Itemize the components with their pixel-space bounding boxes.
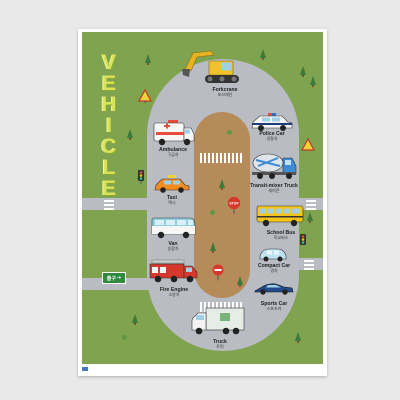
poster-footer (82, 365, 88, 373)
tree-icon (132, 314, 138, 325)
title-letter: V (101, 51, 116, 74)
publisher-logo-icon (82, 367, 88, 371)
vehicle-name: Van (168, 241, 178, 247)
vehicle-label-ambulance: Ambulance 구급차 (150, 147, 196, 158)
van-icon (151, 217, 196, 239)
vehicle-poster: V E H I C L E (78, 29, 327, 376)
no-entry-sign-icon (212, 264, 224, 281)
vehicle-name-korean: 스포츠카 (266, 306, 282, 312)
vehicle-name-korean: 소방차 (168, 292, 180, 298)
warning-sign-icon (138, 89, 152, 103)
traffic-light-icon (300, 234, 306, 245)
vehicle-name: Taxi (167, 195, 177, 201)
title-letter: C (101, 135, 117, 158)
fire-engine-icon (149, 259, 198, 283)
excavator-icon (182, 50, 239, 83)
vehicle-label-sports-car: Sports Car 스포츠카 (252, 301, 296, 312)
bush-icon (210, 210, 215, 215)
vehicle-label-fire-engine: Fire Engine 소방차 (152, 287, 196, 298)
warning-sign-icon (301, 138, 315, 151)
vehicle-label-school-bus: School Bus 학교버스 (257, 230, 305, 241)
poster-title: V E H I C L E (100, 52, 118, 199)
tree-icon (307, 212, 313, 223)
title-letter: L (102, 156, 116, 179)
vehicle-name-korean: 경찰차 (266, 136, 278, 142)
vehicle-name-korean: 경차 (270, 268, 278, 274)
stop-sign-icon: STOP (228, 197, 240, 214)
tree-icon (300, 66, 306, 77)
title-letter: I (106, 114, 112, 137)
ambulance-icon (153, 120, 195, 146)
tree-icon (310, 76, 316, 87)
crosswalk-right (306, 198, 316, 210)
vehicle-name-korean: 택시 (168, 200, 176, 206)
vehicle-name: Compact Car (257, 263, 291, 269)
mixer-truck-icon (252, 153, 297, 179)
vehicle-name: Fire Engine (159, 287, 189, 293)
vehicle-label-taxi: Taxi 택시 (154, 195, 190, 206)
vehicle-name-korean: 트럭 (216, 344, 224, 350)
exit-sign: 출구 ➜ (102, 272, 126, 284)
bush-icon (122, 335, 127, 340)
tree-icon (210, 242, 216, 253)
vehicle-name-korean: 레미콘 (268, 188, 280, 194)
tree-icon (219, 179, 225, 190)
police-car-icon (251, 113, 293, 131)
crosswalk-infield-bottom (200, 302, 244, 312)
poster-field: V E H I C L E (82, 32, 323, 364)
vehicle-label-truck: Truck 트럭 (202, 339, 238, 350)
vehicle-name: School Bus (266, 230, 296, 236)
vehicle-name: Truck (213, 339, 227, 345)
stop-sign-text: STOP (229, 202, 239, 206)
taxi-icon (154, 175, 190, 193)
title-letter: H (101, 93, 117, 116)
crosswalk-side (304, 258, 314, 270)
arrow-right-icon: ➜ (117, 275, 122, 281)
crosswalk-infield-top (200, 153, 244, 163)
vehicle-label-mixer-truck: Transit-mixer Truck 레미콘 (242, 183, 306, 194)
vehicle-name-korean: 포크레인 (217, 92, 233, 98)
vehicle-label-compact-car: Compact Car 경차 (252, 263, 296, 274)
vehicle-name: Police Car (259, 131, 285, 137)
tree-icon (295, 332, 301, 343)
vehicle-label-forkcrane: Forkcrane 포크레인 (190, 87, 260, 98)
vehicle-name: Forkcrane (212, 87, 238, 93)
tree-icon (237, 276, 243, 287)
tree-icon (127, 129, 133, 140)
crosswalk-left (104, 198, 114, 210)
vehicle-name: Ambulance (159, 147, 187, 153)
traffic-light-icon (138, 170, 144, 184)
title-letter: E (101, 72, 116, 95)
vehicle-label-van: Van 승합차 (152, 241, 194, 252)
tree-icon (260, 49, 266, 60)
vehicle-name-korean: 구급차 (167, 152, 179, 158)
school-bus-icon (256, 205, 304, 227)
bush-icon (227, 130, 232, 135)
tree-icon (145, 54, 151, 65)
sports-car-icon (254, 283, 294, 295)
compact-car-icon (259, 248, 287, 262)
vehicle-label-police-car: Police Car 경찰차 (248, 131, 296, 142)
vehicle-name: Sports Car (260, 301, 288, 307)
vehicle-name: Transit-mixer Truck (250, 183, 298, 189)
truck-icon (191, 307, 245, 335)
vehicle-name-korean: 승합차 (167, 246, 179, 252)
vehicle-name-korean: 학교버스 (273, 235, 289, 241)
exit-sign-text: 출구 (106, 275, 116, 282)
title-letter: E (101, 177, 116, 200)
